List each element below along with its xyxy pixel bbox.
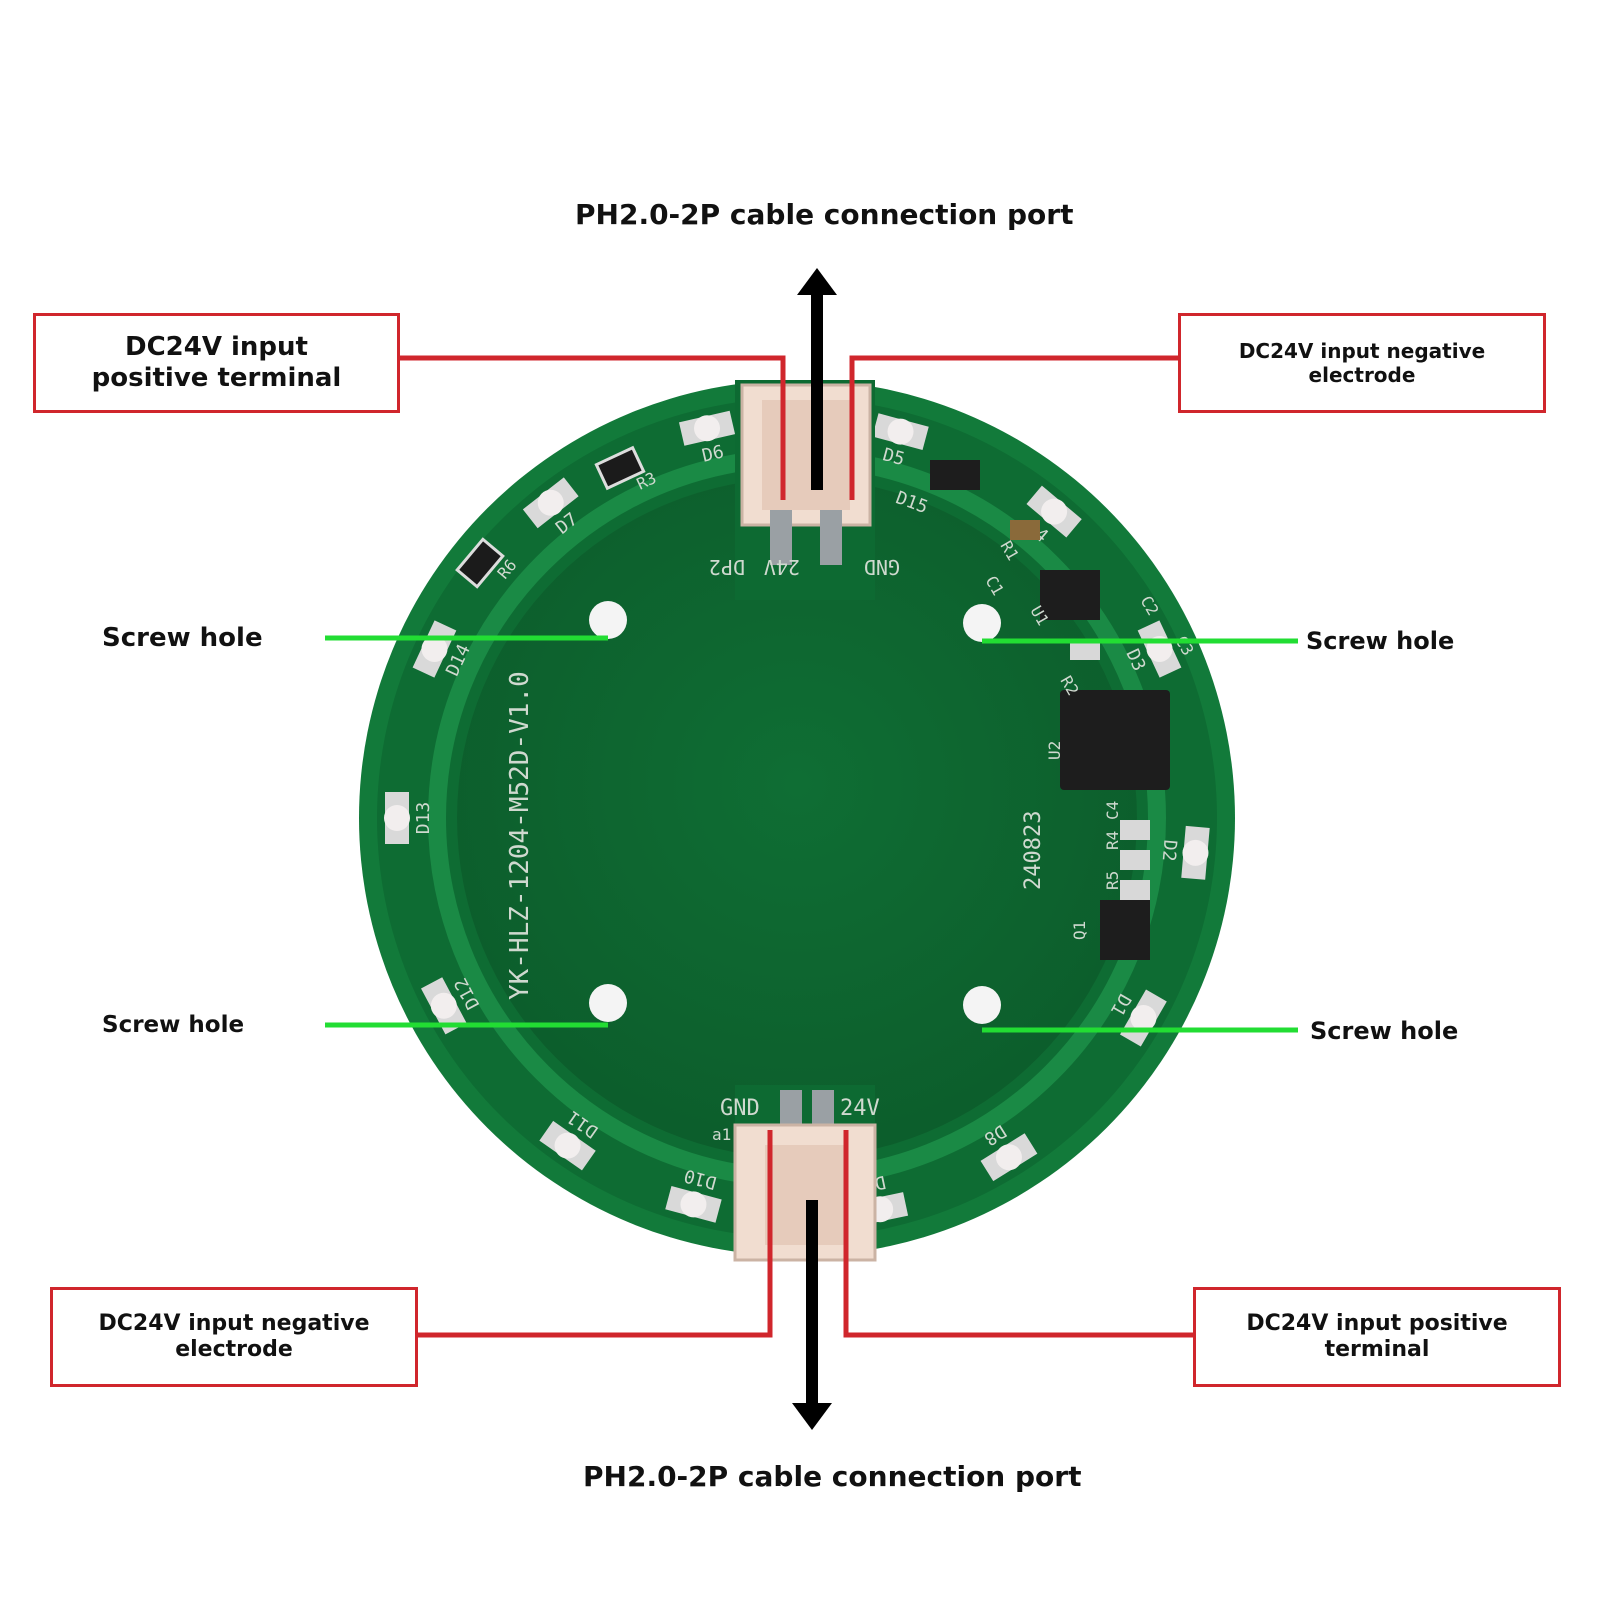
screw-hole-label-bottom-right: Screw hole (1310, 1017, 1459, 1045)
ic-cluster (930, 460, 1170, 960)
led-d14: D14 (412, 620, 475, 679)
callout-line-top-right (849, 355, 1178, 500)
silkscreen-date-code: 240823 (1021, 811, 1046, 890)
callout-box-bottom-left: DC24V input negative electrode (50, 1287, 418, 1387)
arrow-up (797, 268, 837, 490)
led-d6: D6 (678, 410, 736, 467)
resistor-r3 (594, 445, 646, 491)
component-label-u2: U2 (1045, 741, 1064, 760)
bottom-port-label: PH2.0-2P cable connection port (583, 1460, 1082, 1493)
led-ring: D1D2D3D4D5D6D7D8D9D10D11D12D13D14D15 (384, 410, 1210, 1227)
silkscreen-top-pin-24v: 24V (764, 555, 800, 579)
led-label-d6: D6 (700, 441, 726, 466)
component-label-r5: R5 (1103, 871, 1122, 890)
resistor-r6 (455, 537, 505, 589)
component-label-c4: C4 (1103, 801, 1122, 820)
screw-hole-label-bottom-left: Screw hole (102, 1012, 245, 1038)
diode-d15 (930, 460, 980, 490)
ic-u2 (1060, 690, 1170, 790)
arrow-down (792, 1200, 832, 1430)
callout-box-top-right: DC24V input negative electrode (1178, 313, 1546, 413)
top-port-label: PH2.0-2P cable connection port (575, 198, 1074, 231)
bottom-connector (733, 1085, 877, 1262)
led-d13: D13 (384, 792, 434, 844)
callout-line-bottom-left (418, 1130, 773, 1338)
silkscreen-bottom-pin-24v: 24V (840, 1096, 880, 1121)
screw-hole-top-right-mark (963, 604, 1001, 642)
led-label-d2: D2 (1158, 839, 1181, 862)
screw-hole-label-top-left: Screw hole (102, 623, 263, 653)
led-label-d13: D13 (413, 802, 434, 835)
silkscreen-bottom-connector-ref: a1 (712, 1125, 731, 1144)
screw-hole-bottom-right-mark (963, 986, 1001, 1024)
screw-hole-bottom-left-mark (589, 984, 627, 1022)
component-label-r4: R4 (1103, 831, 1122, 850)
led-d2: D2 (1158, 825, 1210, 880)
ic-u1 (1040, 570, 1100, 620)
callout-box-bottom-right: DC24V input positive terminal (1193, 1287, 1561, 1387)
silkscreen-bottom-pin-gnd: GND (720, 1096, 760, 1121)
silkscreen-top-pin-gnd: GND (864, 555, 900, 579)
callout-box-top-left: DC24V input positive terminal (33, 313, 400, 413)
callout-line-top-left (400, 355, 786, 500)
pcb-center (457, 478, 1137, 1158)
led-d5: D5 (872, 413, 929, 470)
screw-hole-label-top-right: Screw hole (1306, 627, 1455, 655)
transistor-q1 (1100, 900, 1150, 960)
callout-line-bottom-right (843, 1130, 1193, 1338)
led-d10: D10 (665, 1164, 722, 1223)
silkscreen-model: YK-HLZ-1204-M52D-V1.0 (505, 671, 535, 1000)
component-label-q1: Q1 (1070, 921, 1089, 940)
silkscreen-top-connector-ref: DP2 (709, 555, 745, 579)
screw-hole-top-left-mark (589, 601, 627, 639)
